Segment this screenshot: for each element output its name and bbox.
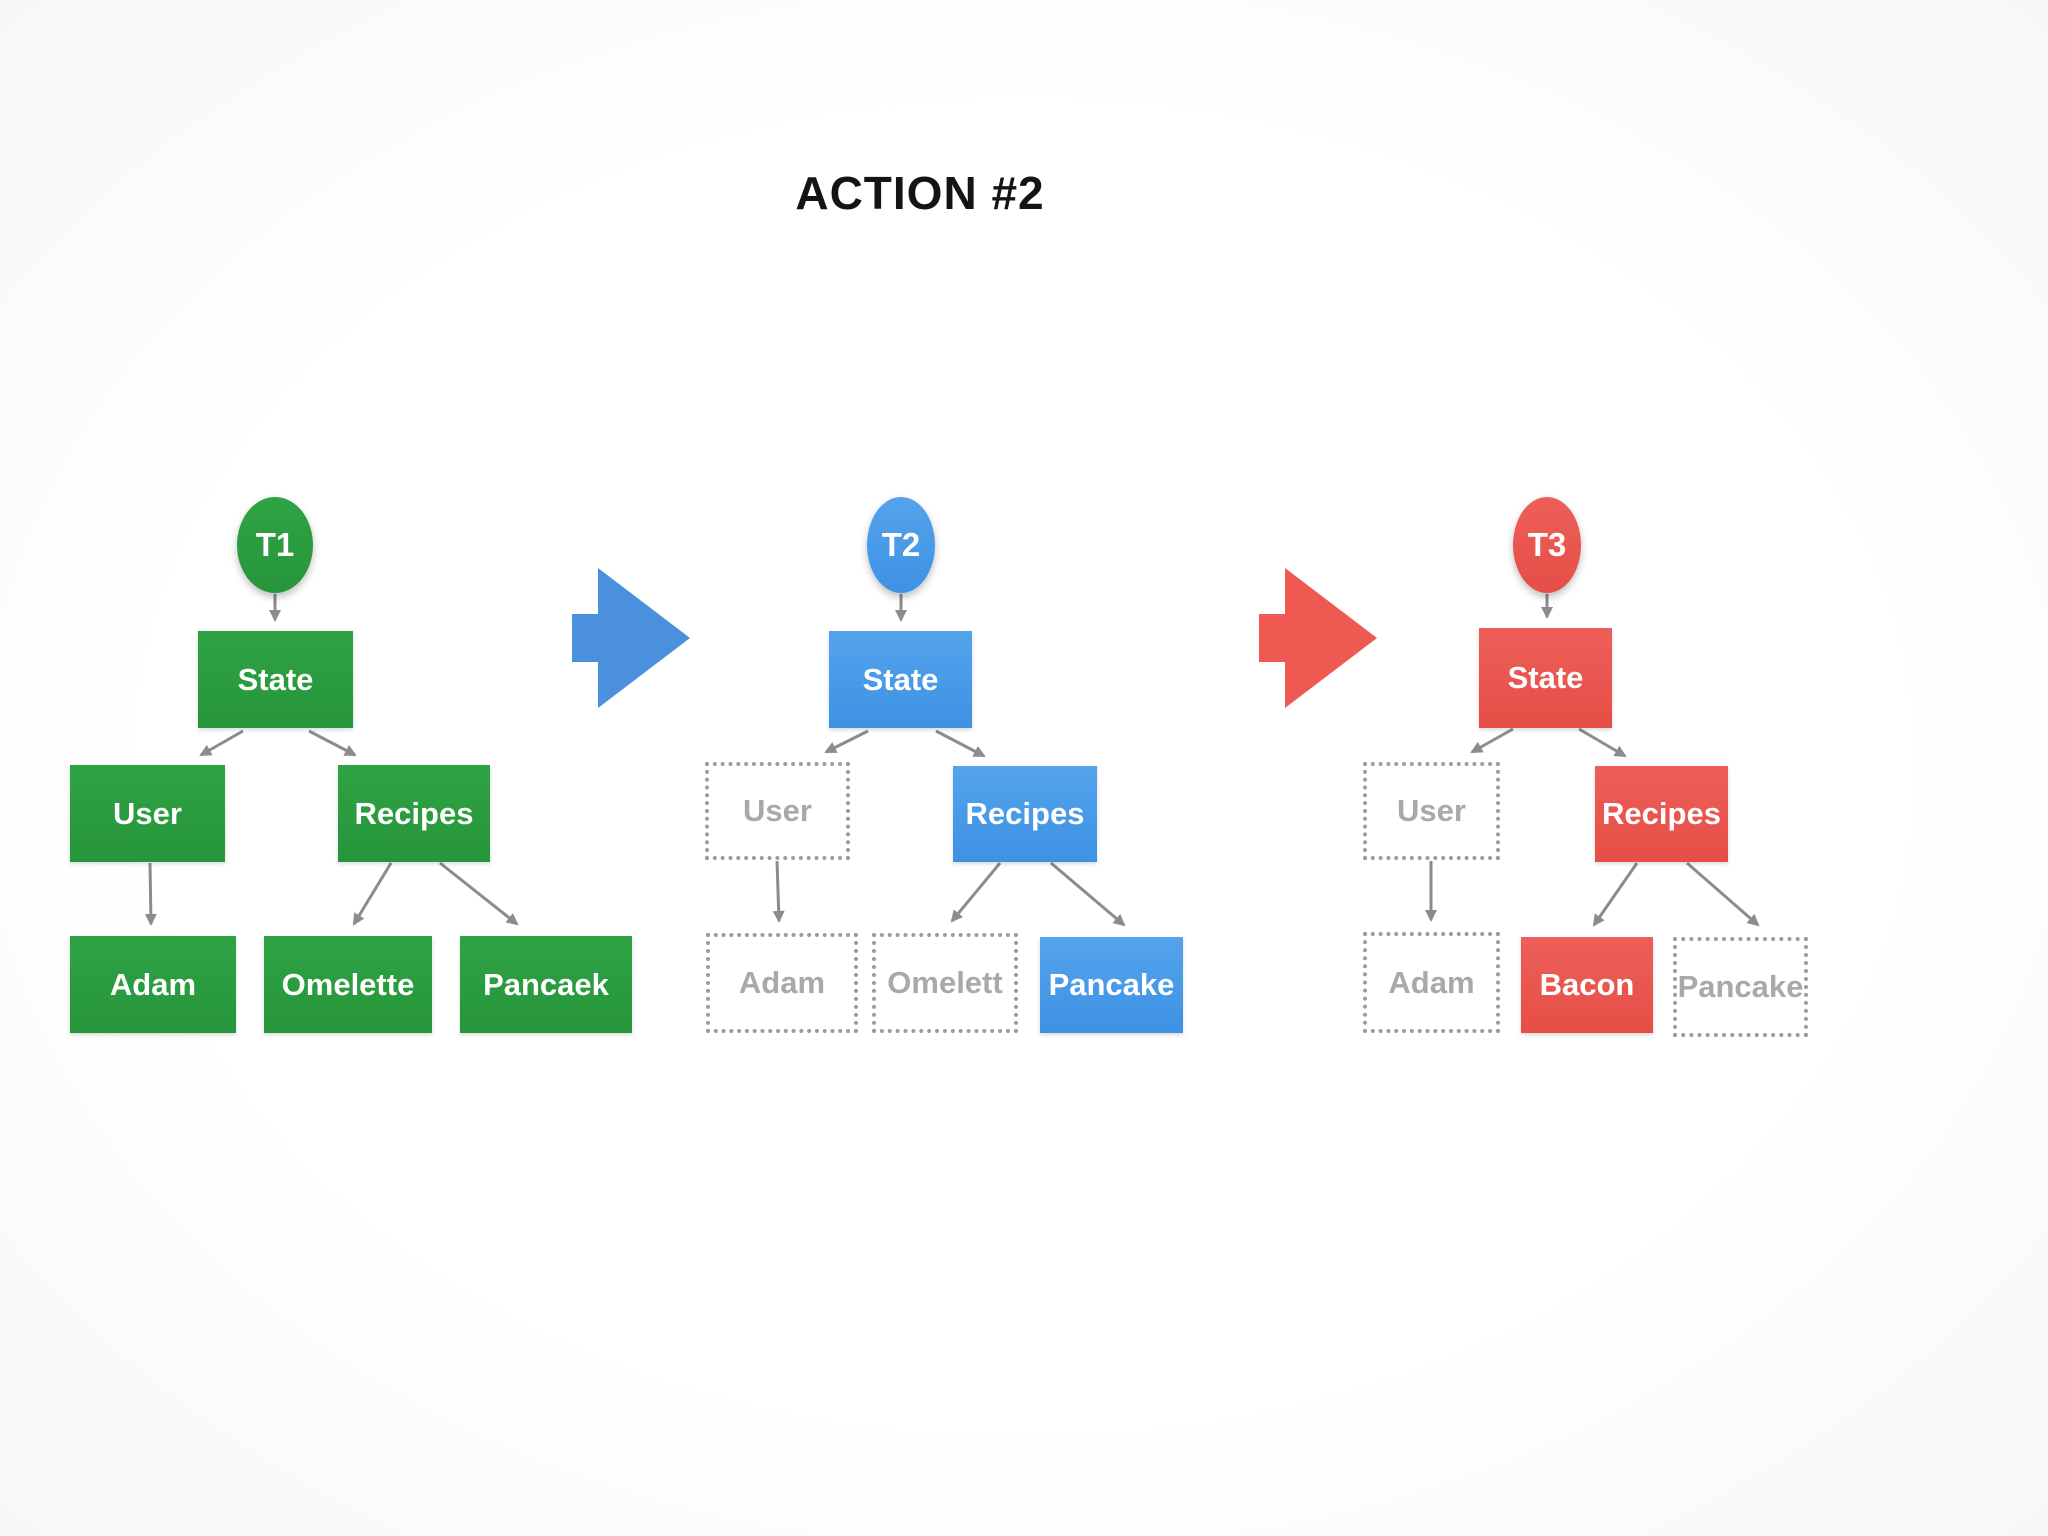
tree1-token-circle: T1 bbox=[237, 497, 313, 593]
tree1-state-node: State bbox=[198, 631, 353, 728]
tree2-user-node: User bbox=[705, 762, 850, 860]
tree3-token-circle: T3 bbox=[1513, 497, 1581, 593]
page-title: ACTION #2 bbox=[795, 167, 1045, 219]
tree1-user-node: User bbox=[70, 765, 225, 862]
tree2-omelett-node: Omelett bbox=[872, 933, 1018, 1033]
tree2-adam-node: Adam bbox=[706, 933, 858, 1033]
tree3-adam-node: Adam bbox=[1363, 932, 1500, 1033]
tree2-pancake-node: Pancake bbox=[1040, 937, 1183, 1033]
transition-arrow-1-icon bbox=[572, 568, 690, 708]
tree3-pancake-node: Pancake bbox=[1673, 937, 1808, 1037]
tree2-recipes-node: Recipes bbox=[953, 766, 1097, 862]
tree1-pancaek-node: Pancaek bbox=[460, 936, 632, 1033]
tree1-omelette-node: Omelette bbox=[264, 936, 432, 1033]
tree2-state-node: State bbox=[829, 631, 972, 728]
tree2-token-circle: T2 bbox=[867, 497, 935, 593]
transition-arrow-2-icon bbox=[1259, 568, 1377, 708]
tree3-recipes-node: Recipes bbox=[1595, 766, 1728, 862]
tree3-bacon-node: Bacon bbox=[1521, 937, 1653, 1033]
tree1-adam-node: Adam bbox=[70, 936, 236, 1033]
tree3-state-node: State bbox=[1479, 628, 1612, 728]
tree1-recipes-node: Recipes bbox=[338, 765, 490, 862]
tree3-user-node: User bbox=[1363, 762, 1500, 860]
